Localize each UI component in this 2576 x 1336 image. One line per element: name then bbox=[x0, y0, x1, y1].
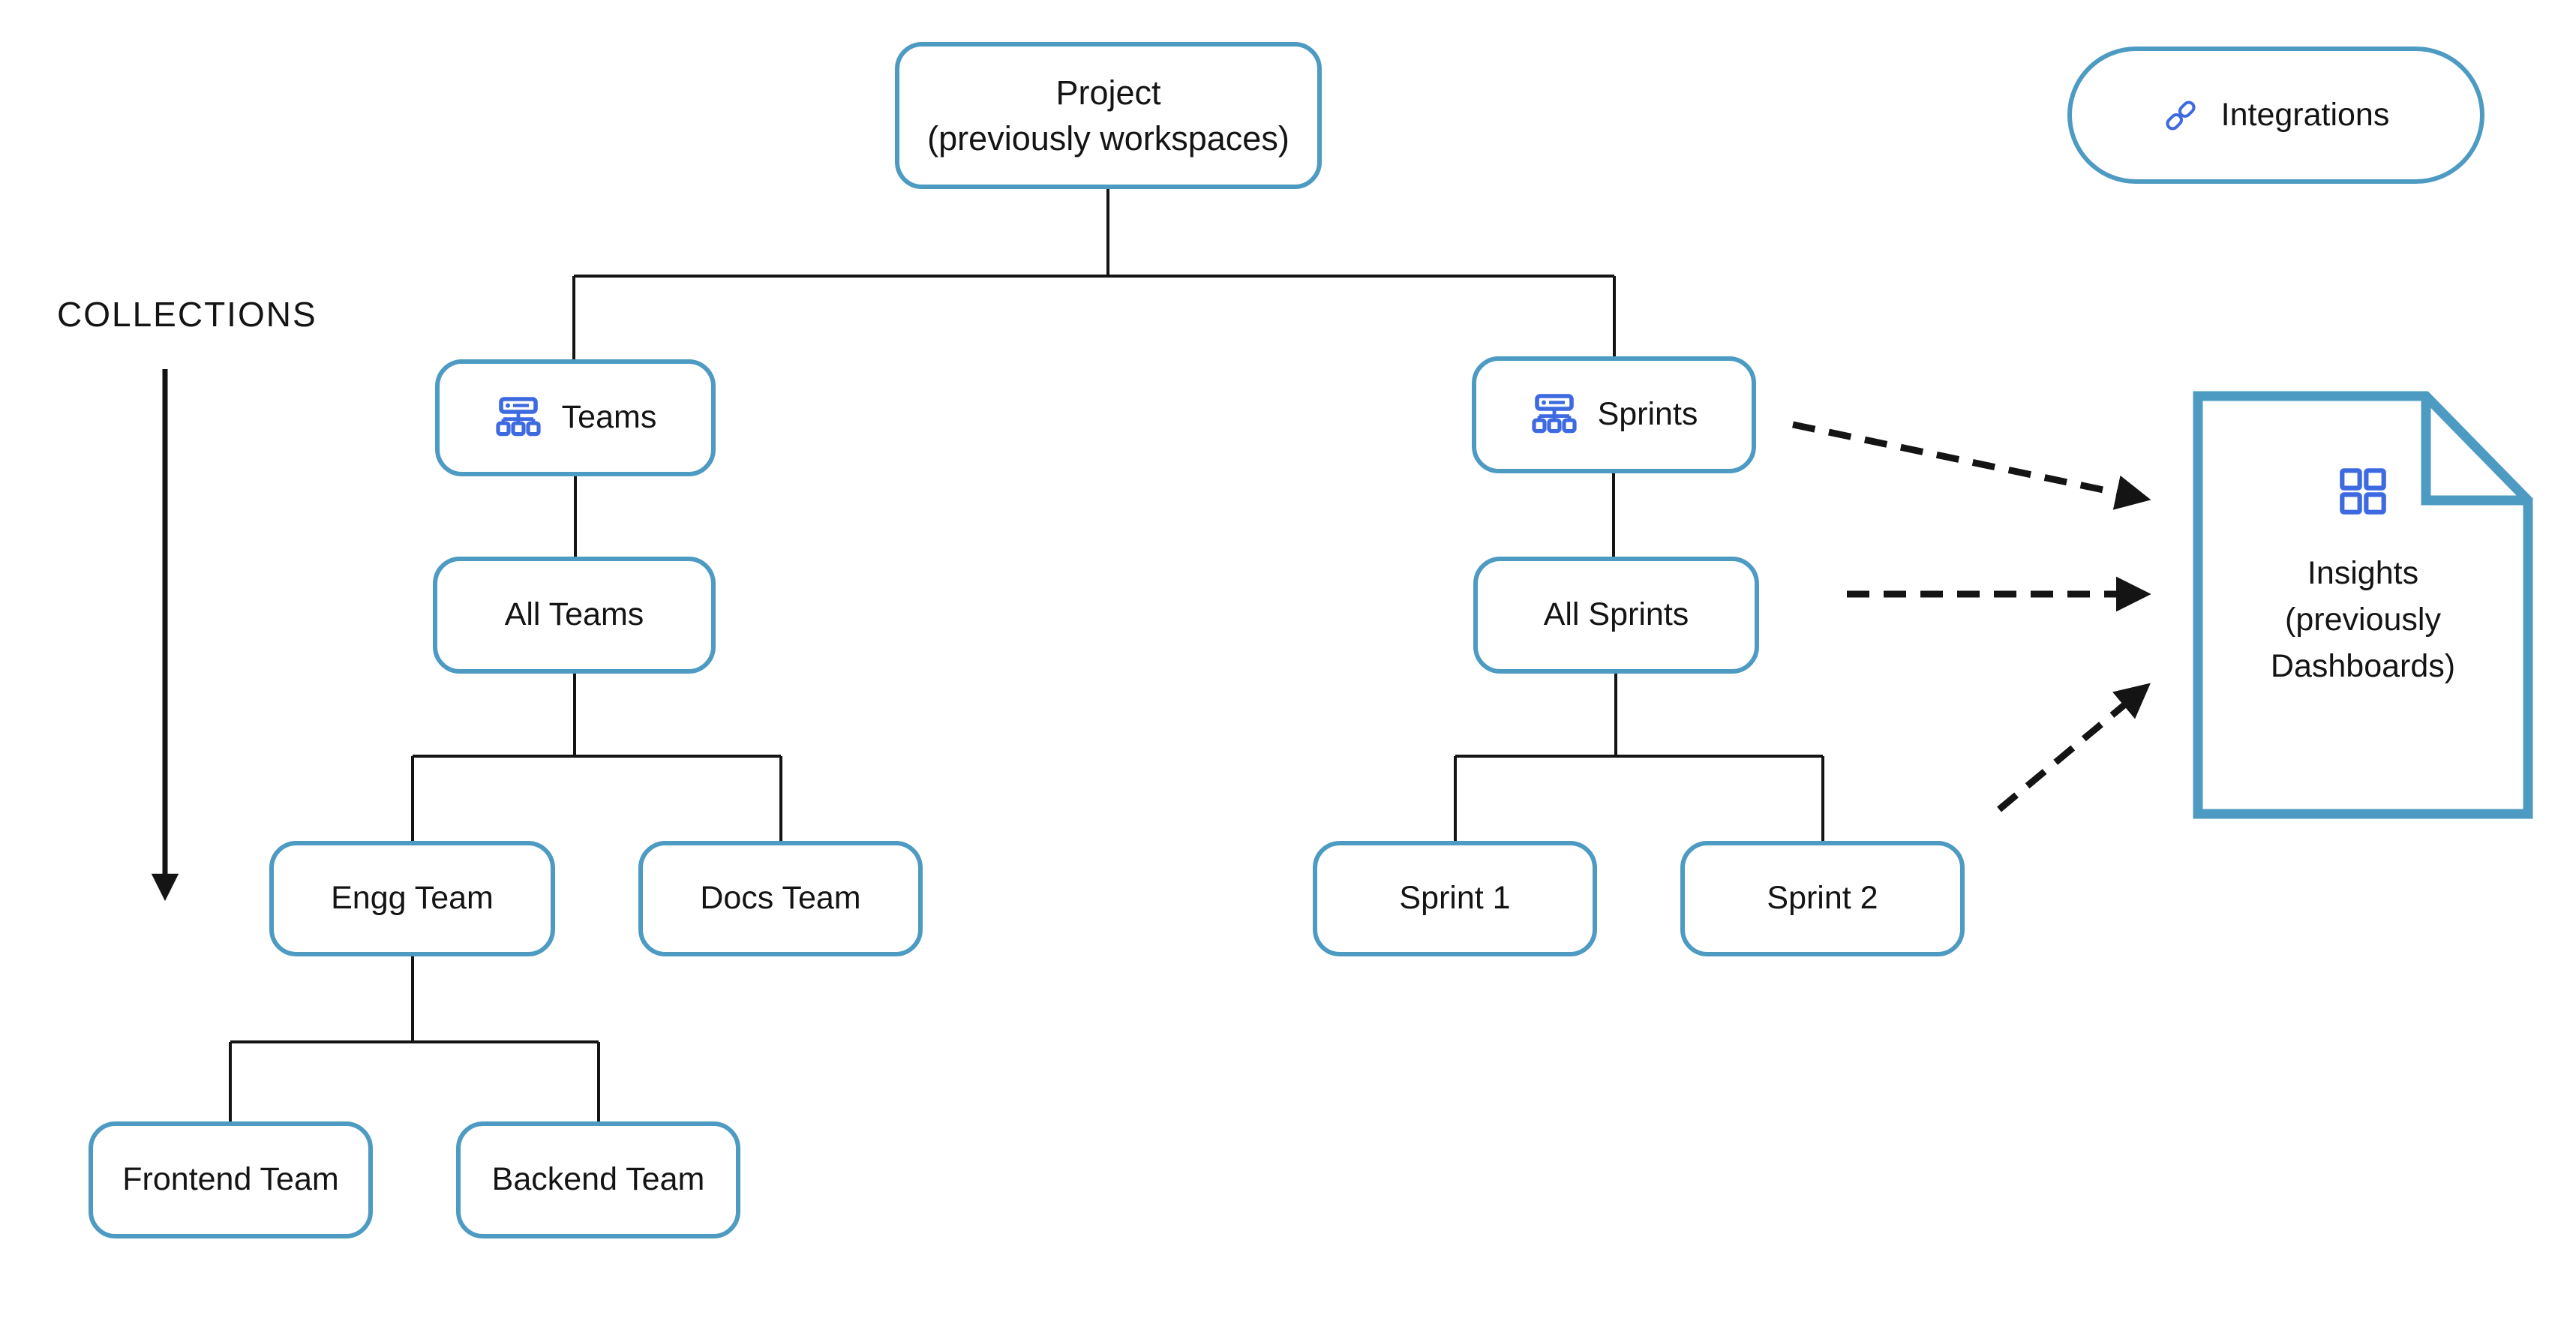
link-icon bbox=[2163, 98, 2199, 134]
node-all-teams: All Teams bbox=[433, 557, 716, 674]
integrations-label: Integrations bbox=[2220, 96, 2390, 133]
insights-label: Insights (previously Dashboards) bbox=[2213, 550, 2513, 689]
backend-team-label: Backend Team bbox=[491, 1161, 705, 1198]
node-teams: Teams bbox=[435, 359, 716, 476]
node-all-sprints: All Sprints bbox=[1473, 557, 1759, 674]
node-backend-team: Backend Team bbox=[456, 1121, 740, 1238]
insights-label-line1: Insights bbox=[2307, 555, 2419, 591]
dashed-arrow-sprint2-to-insights bbox=[1997, 683, 2151, 812]
sprint-1-label: Sprint 1 bbox=[1399, 880, 1511, 917]
dashboard-grid-icon bbox=[2340, 468, 2386, 518]
dashed-arrow-sprints-to-insights bbox=[1792, 421, 2151, 510]
teams-label: Teams bbox=[561, 399, 657, 436]
all-sprints-label: All Sprints bbox=[1543, 596, 1689, 633]
sprint-2-label: Sprint 2 bbox=[1767, 880, 1878, 917]
node-integrations: Integrations bbox=[2067, 47, 2484, 184]
tree-connectors bbox=[229, 189, 1824, 1121]
node-docs-team: Docs Team bbox=[638, 841, 923, 956]
docs-team-label: Docs Team bbox=[700, 880, 861, 917]
sprints-label: Sprints bbox=[1597, 396, 1698, 433]
insights-document-shape bbox=[2193, 391, 2533, 819]
engg-team-label: Engg Team bbox=[331, 880, 494, 917]
frontend-team-label: Frontend Team bbox=[122, 1161, 339, 1198]
insights-label-line3: Dashboards) bbox=[2270, 648, 2456, 684]
node-sprint-2: Sprint 2 bbox=[1680, 841, 1965, 956]
insights-label-line2: (previously bbox=[2285, 602, 2441, 638]
node-frontend-team: Frontend Team bbox=[89, 1121, 373, 1238]
node-sprints: Sprints bbox=[1472, 356, 1756, 473]
all-teams-label: All Teams bbox=[504, 596, 644, 633]
collections-label: COLLECTIONS bbox=[57, 295, 317, 334]
node-sprint-1: Sprint 1 bbox=[1313, 841, 1597, 956]
node-project: Project (previously workspaces) bbox=[895, 42, 1322, 189]
org-chart-icon bbox=[1530, 394, 1578, 436]
org-chart-icon bbox=[494, 397, 542, 439]
node-engg-team: Engg Team bbox=[269, 841, 555, 956]
project-label-line2: (previously workspaces) bbox=[927, 119, 1290, 158]
folded-corner bbox=[2421, 396, 2528, 506]
project-label-line1: Project bbox=[1055, 74, 1161, 112]
